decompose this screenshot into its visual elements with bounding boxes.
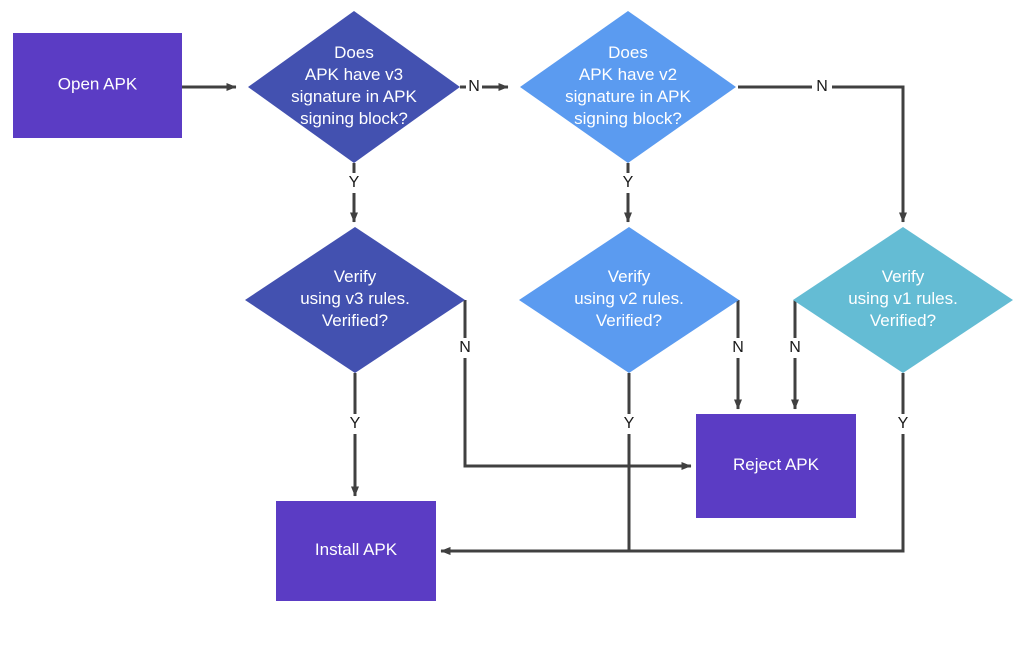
edge-label-v2sig-yes-to-verify-v2: Y <box>620 173 636 193</box>
edge-verify-v3-no-to-reject <box>463 300 692 470</box>
edge-label-backdrop <box>457 338 473 358</box>
edges-layer <box>182 83 907 555</box>
edge-label-verify-v3-yes-to-install: Y <box>347 414 363 434</box>
node-shape-diamond <box>245 227 465 373</box>
edge-label-verify-v2-yes-to-install: Y <box>621 414 637 434</box>
edge-label-text: Y <box>624 415 635 432</box>
node-open-apk[interactable]: Open APK <box>13 33 182 138</box>
edge-label-backdrop <box>895 414 911 434</box>
edge-label-text: Y <box>623 174 634 191</box>
node-shape-diamond <box>519 227 739 373</box>
node-shape-rect <box>696 414 856 518</box>
edge-labels-layer: N Y N Y Y N N Y N Y <box>346 77 911 434</box>
edge-verify-v1-yes-to-install <box>440 373 905 555</box>
node-label: Open APK <box>58 75 138 94</box>
edge-label-v3sig-yes-to-verify-v3: Y <box>346 173 362 193</box>
edge-segment <box>832 85 907 223</box>
edge-verify-v2-yes-to-install <box>440 373 631 555</box>
edge-label-v2sig-no-to-verify-v1: N <box>814 77 830 97</box>
edge-label-backdrop <box>621 414 637 434</box>
edge-label-text: N <box>789 339 801 356</box>
node-shape-rect <box>276 501 436 601</box>
node-reject-apk[interactable]: Reject APK <box>696 414 856 518</box>
edge-label-backdrop <box>346 173 362 193</box>
edge-label-text: Y <box>349 174 360 191</box>
node-shape-diamond <box>520 11 736 163</box>
edge-label-verify-v1-no-to-reject: N <box>787 338 803 358</box>
edge-label-backdrop <box>730 338 746 358</box>
edge-label-v3sig-no-to-v2sig: N <box>466 77 482 97</box>
node-shape-rect <box>13 33 182 138</box>
node-install-apk[interactable]: Install APK <box>276 501 436 601</box>
node-label: Reject APK <box>733 455 820 474</box>
edge-label-backdrop <box>347 414 363 434</box>
edge-label-verify-v1-yes-to-install: Y <box>895 414 911 434</box>
edge-label-text: N <box>459 339 471 356</box>
edge-v2sig-no-to-verify-v1 <box>738 85 907 223</box>
node-shape-diamond <box>248 11 460 163</box>
edge-label-verify-v3-no-to-reject: N <box>457 338 473 358</box>
edge-segment <box>440 432 905 555</box>
edge-label-backdrop <box>466 77 482 97</box>
edge-label-text: Y <box>350 415 361 432</box>
edge-label-text: Y <box>898 415 909 432</box>
edge-label-backdrop <box>620 173 636 193</box>
node-label: Install APK <box>315 540 398 559</box>
edge-segment <box>463 356 692 470</box>
edge-label-text: N <box>816 78 828 95</box>
edge-label-text: N <box>468 78 480 95</box>
edge-label-backdrop <box>814 77 830 97</box>
node-shape-diamond <box>793 227 1013 373</box>
edge-label-backdrop <box>787 338 803 358</box>
edge-label-verify-v2-no-to-reject: N <box>730 338 746 358</box>
edge-label-text: N <box>732 339 744 356</box>
edge-segment <box>440 432 631 555</box>
